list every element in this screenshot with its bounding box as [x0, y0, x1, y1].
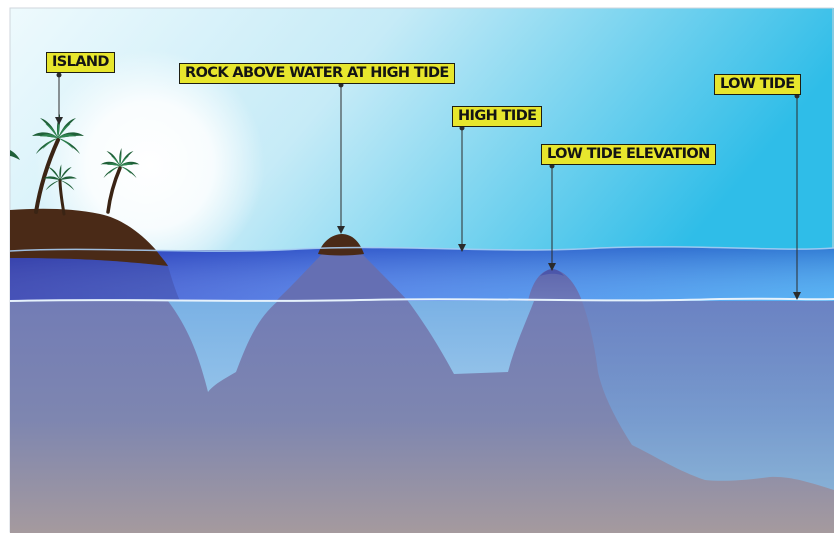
island-label: ISLAND [46, 52, 115, 73]
palm-frond-edge [10, 150, 20, 160]
low-tide-line [9, 297, 834, 302]
high-tide-line [9, 246, 834, 252]
palm-tree-right [100, 148, 140, 214]
right-basin [582, 301, 834, 490]
rock-above-water-label: ROCK ABOVE WATER AT HIGH TIDE [179, 63, 455, 84]
middle-channel [408, 301, 534, 374]
rock-above-water [318, 234, 364, 256]
low-tide-label: LOW TIDE [714, 74, 801, 95]
high-tide-label: HIGH TIDE [452, 106, 543, 127]
palm-tree-tall [32, 114, 84, 214]
low-tide-elevation-leader-line [548, 163, 556, 271]
tidal-band-shade [10, 246, 834, 301]
island-landmass [10, 208, 168, 266]
island-underwater [10, 258, 180, 301]
low-tide-elevation-peak [528, 269, 582, 301]
rock-submerged-mound [276, 252, 408, 301]
low-tide-elevation-label: LOW TIDE ELEVATION [541, 144, 716, 165]
island-leader-line [55, 72, 63, 125]
palm-tree-small [43, 164, 77, 216]
rock-mound-shade [276, 252, 408, 301]
low-tide-elevation-top [540, 269, 564, 276]
left-channel [168, 301, 278, 392]
